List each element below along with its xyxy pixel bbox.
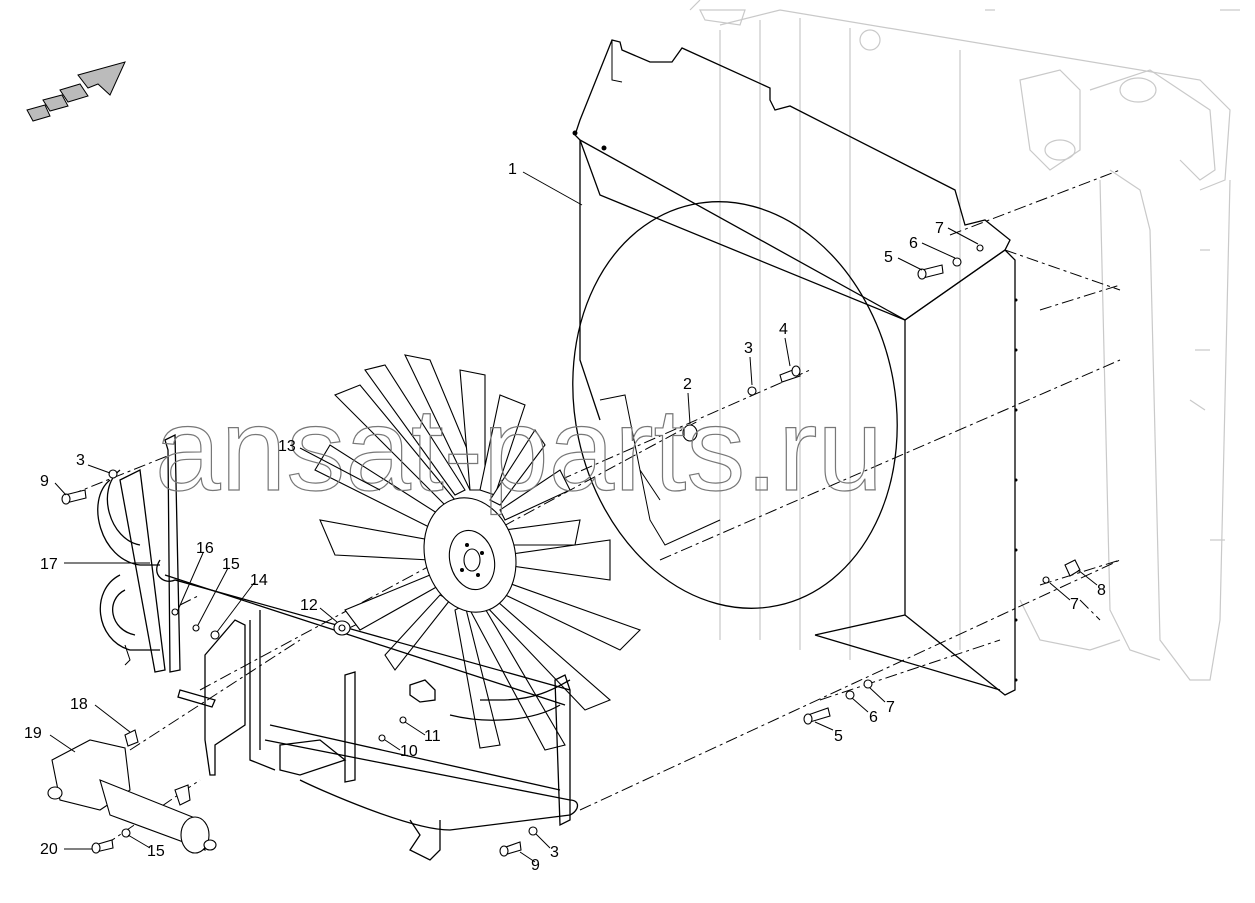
callout-3: 3 [76,452,85,469]
callout-15: 15 [147,843,165,860]
callout-2: 2 [683,376,692,393]
callout-labels: 1 2 3 4 5 6 7 8 7 7 6 5 13 12 3 9 17 16 … [24,161,1106,874]
callout-15: 15 [222,556,240,573]
callout-4: 4 [779,321,788,338]
fan-shroud [572,39,1018,696]
callout-19: 19 [24,725,42,742]
callout-6: 6 [909,235,918,252]
callout-5: 5 [834,728,843,745]
callout-8: 8 [1097,582,1106,599]
callout-3: 3 [550,844,559,861]
callout-16: 16 [196,540,214,557]
callout-14: 14 [250,572,268,589]
callout-7: 7 [886,699,895,716]
callout-3: 3 [744,340,753,357]
callout-18: 18 [70,696,88,713]
callout-9: 9 [40,473,49,490]
fan-guard-frame [97,433,579,861]
callout-10: 10 [400,743,418,760]
callout-17: 17 [40,556,58,573]
callout-11: 11 [424,728,441,745]
callout-20: 20 [40,841,58,858]
callout-13: 13 [278,438,296,455]
callout-1: 1 [508,161,517,178]
callout-9: 9 [531,857,540,874]
watermark-text: ansat-parts.ru [155,384,883,516]
cooling-fan [314,354,642,751]
callout-leaders [49,171,1098,863]
fasteners [61,244,1081,857]
callout-5: 5 [884,249,893,266]
callout-6: 6 [869,709,878,726]
radiator-ghost-outline [689,0,1240,681]
gearbox-assembly [47,729,217,854]
callout-12: 12 [300,597,318,614]
orientation-arrow-icon [26,61,126,122]
callout-7: 7 [1070,596,1079,613]
callout-7: 7 [935,220,944,237]
